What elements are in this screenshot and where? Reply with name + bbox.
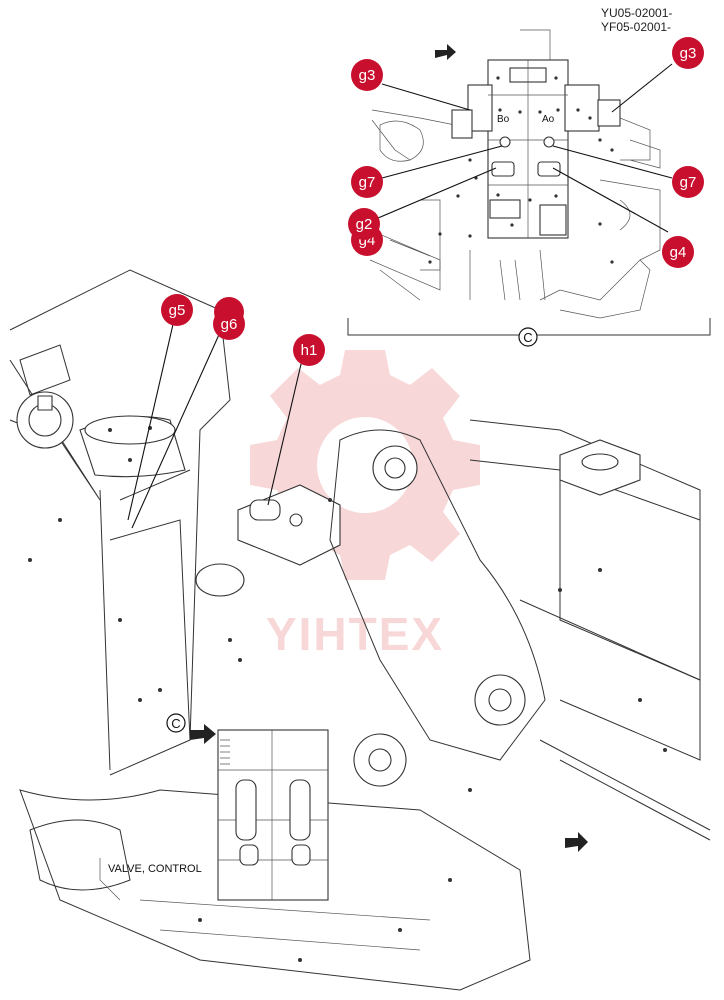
leader-lines [127, 63, 673, 529]
callout-g7-right[interactable]: g7 [672, 166, 704, 198]
callout-h1[interactable]: h1 [293, 334, 325, 366]
svg-text:g5: g5 [169, 302, 186, 319]
svg-text:h1: h1 [301, 342, 318, 359]
detail-view-marker: C [518, 327, 538, 347]
header-code-2: YF05-02001- [601, 20, 672, 34]
direction-arrow-icon [435, 44, 456, 60]
callout-g6[interactable]: g6 [213, 308, 245, 340]
callout-g3-left[interactable]: g3 [351, 59, 383, 91]
detail-view-label: C [523, 330, 532, 345]
callout-g3-right[interactable]: g3 [672, 37, 704, 69]
view-arrow-icon [190, 724, 216, 744]
port-label-bo: Bo [497, 114, 510, 125]
main-assembly: C VALVE, CONTROL [9, 269, 711, 991]
svg-text:g7: g7 [359, 174, 376, 191]
main-view-marker: C [166, 713, 216, 744]
port-label-ao: Ao [542, 114, 555, 125]
svg-text:g4: g4 [670, 244, 687, 261]
svg-text:g3: g3 [680, 45, 697, 62]
callout-g5[interactable]: g5 [161, 294, 193, 326]
callouts: g3 g3 g7 g7 g4 g2 g4 g5 [161, 37, 704, 366]
callout-g4-right[interactable]: g4 [662, 236, 694, 268]
control-valve-label: VALVE, CONTROL [108, 863, 202, 875]
callout-g7-left[interactable]: g7 [351, 166, 383, 198]
control-valve [217, 729, 329, 901]
main-view-label: C [171, 716, 180, 731]
svg-text:g3: g3 [359, 67, 376, 84]
watermark-text: YIHTEX [266, 608, 444, 660]
forward-arrow-icon [565, 832, 588, 852]
header-code-1: YU05-02001- [601, 6, 673, 20]
callout-g2[interactable]: g2 [348, 208, 380, 240]
svg-text:g7: g7 [680, 174, 697, 191]
detail-view-c: Bo Ao C [347, 29, 711, 347]
svg-text:g2: g2 [356, 216, 373, 233]
svg-text:g6: g6 [221, 316, 238, 333]
